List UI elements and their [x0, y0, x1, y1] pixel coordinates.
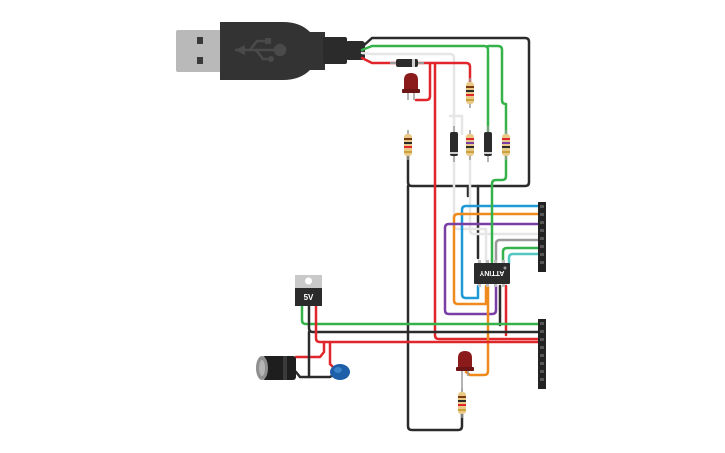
header-bottom[interactable]: [538, 319, 546, 389]
ceramic-capacitor[interactable]: [330, 364, 350, 380]
wire-black-bottom-bus[interactable]: [307, 302, 542, 334]
led-bottom[interactable]: [456, 351, 474, 392]
wire-usb-black[interactable]: [360, 36, 531, 188]
wire-orange-led[interactable]: [464, 284, 490, 377]
wire-blue[interactable]: [460, 204, 542, 300]
regulator-label: 5V: [304, 293, 314, 302]
wire-red-top-bus[interactable]: [416, 61, 472, 84]
usb-cable-neck: [345, 41, 365, 60]
usb-cable-strain-relief: [323, 37, 347, 64]
wire-usb-red[interactable]: [360, 56, 398, 65]
wire-usb-green[interactable]: [360, 44, 490, 138]
wire-usb-green-2[interactable]: [486, 44, 508, 138]
wire-white-chip-1[interactable]: [448, 114, 464, 136]
resistor-r2[interactable]: [404, 130, 412, 160]
circuit-wires: [294, 61, 542, 432]
attiny-chip[interactable]: ATTINY: [474, 260, 510, 287]
electrolytic-capacitor[interactable]: [256, 356, 296, 380]
wire-red-cap-2[interactable]: [328, 340, 336, 370]
usb-wires: [360, 36, 531, 188]
resistor-r3[interactable]: [466, 130, 474, 160]
usb-icon: [235, 38, 287, 62]
resistor-r1[interactable]: [466, 78, 474, 108]
wire-orange-top[interactable]: [452, 212, 542, 306]
zener-diode-2[interactable]: [484, 126, 492, 162]
led-top[interactable]: [402, 73, 420, 100]
diode[interactable]: [390, 59, 424, 67]
wire-red-down-main[interactable]: [433, 61, 542, 341]
voltage-regulator[interactable]: 5V: [295, 275, 322, 306]
wire-red-bottom-bus[interactable]: [314, 302, 542, 344]
usb-plug-hole-top: [197, 37, 203, 44]
usb-cable[interactable]: [176, 22, 365, 80]
wire-green-bottom-bus[interactable]: [300, 302, 542, 326]
zener-diode-1[interactable]: [450, 126, 458, 162]
chip-label: ATTINY: [479, 269, 504, 276]
wire-green-chip[interactable]: [490, 154, 508, 264]
wire-green-header[interactable]: [501, 246, 542, 264]
usb-plug-metal: [176, 30, 222, 72]
header-top[interactable]: [538, 202, 546, 272]
resistor-r4[interactable]: [502, 130, 510, 160]
wire-red-to-led1[interactable]: [414, 61, 432, 102]
wire-black-cap[interactable]: [294, 370, 338, 379]
resistor-r5[interactable]: [458, 388, 466, 418]
wire-cyan-header[interactable]: [502, 252, 542, 270]
wire-gray-header[interactable]: [494, 238, 542, 264]
wire-purple[interactable]: [443, 222, 542, 316]
usb-plug-hole-bottom: [197, 57, 203, 64]
wire-usb-white[interactable]: [360, 51, 456, 134]
wire-black-bottom-loop[interactable]: [406, 184, 464, 432]
